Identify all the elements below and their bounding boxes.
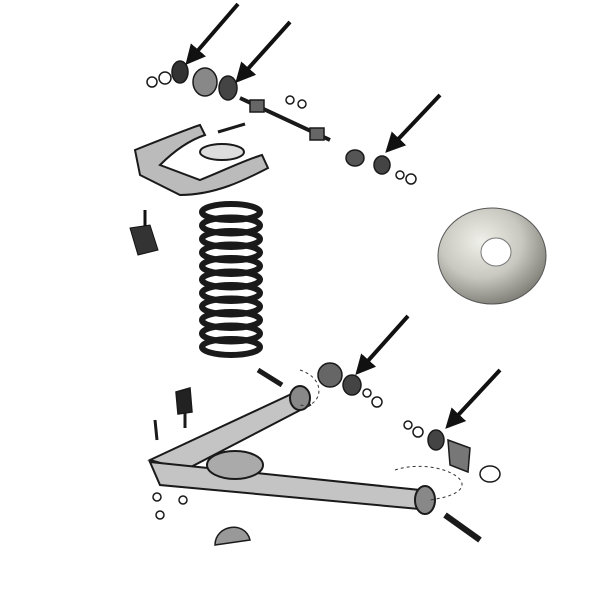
upper-right-bushing-set [345, 149, 417, 185]
upper-control-arm [133, 123, 270, 197]
coil-spring [199, 201, 263, 358]
arrow-callout-3 [385, 93, 442, 153]
bump-stop-upper [129, 224, 159, 256]
upper-bushing-set [146, 60, 331, 142]
arrow-callout-4 [355, 314, 410, 375]
lower-hardware [152, 362, 501, 546]
lower-control-arm [147, 385, 436, 515]
arrow-callout-1 [185, 2, 240, 66]
callout-arrows [185, 2, 502, 429]
spring-coil [199, 336, 263, 358]
arrow-callout-5 [445, 368, 502, 429]
spring-seat [199, 143, 245, 161]
arrow-callout-2 [235, 20, 292, 83]
cup-washer-photo [437, 207, 547, 305]
